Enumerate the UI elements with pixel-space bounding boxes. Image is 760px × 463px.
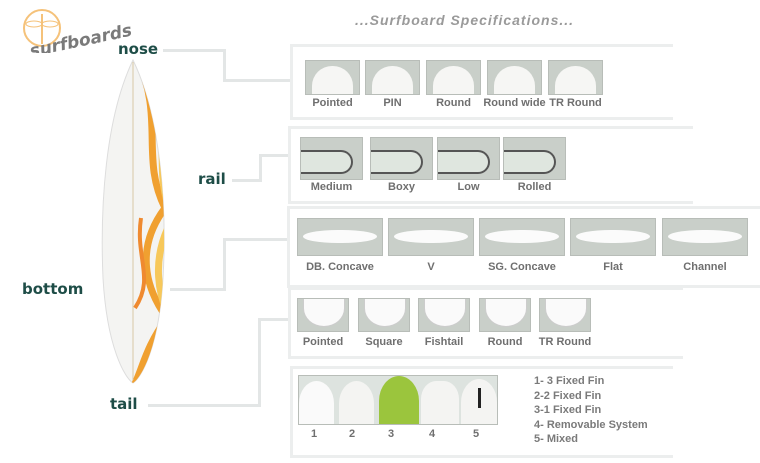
bottom-label: DB. Concave	[306, 261, 374, 273]
fin-number: 5	[472, 428, 480, 440]
bottom-thumb-v	[388, 218, 474, 256]
tail-section	[288, 287, 683, 359]
fins-image	[298, 375, 498, 425]
rail-thumb-rolled	[503, 137, 566, 180]
bottom-thumb-sg-concave	[479, 218, 565, 256]
tail-label: Fishtail	[424, 336, 464, 348]
nose-thumb-tr-round	[548, 60, 603, 95]
tail-thumb-tr-round	[539, 298, 591, 332]
bottom-label: Flat	[603, 261, 623, 273]
rail-label: Low	[457, 181, 480, 193]
tail-label: Square	[365, 336, 403, 348]
bottom-label: Channel	[683, 261, 727, 273]
nose-label: PIN	[383, 97, 402, 109]
fin-type-item: 4- Removable System	[534, 418, 648, 431]
bottom-thumb-db-concave	[297, 218, 383, 256]
tail-label: TR Round	[538, 336, 592, 348]
nose-thumb-pointed	[305, 60, 360, 95]
tail-thumb-round	[479, 298, 531, 332]
tail-label: Round	[487, 336, 523, 348]
part-label-bottom: bottom	[22, 280, 84, 298]
nose-thumb-round-wide	[487, 60, 542, 95]
nose-thumb-round	[426, 60, 481, 95]
fin-type-item: 1- 3 Fixed Fin	[534, 375, 605, 387]
surfboard-image	[101, 58, 165, 384]
rail-label: Medium	[310, 181, 353, 193]
tail-thumb-square	[358, 298, 410, 332]
part-label-nose: nose	[118, 40, 159, 58]
rail-section	[288, 126, 693, 204]
fin-number: 2	[348, 428, 356, 440]
rail-thumb-boxy	[370, 137, 433, 180]
rail-thumb-medium	[300, 137, 363, 180]
nose-section	[290, 44, 673, 120]
fin-number: 4	[428, 428, 436, 440]
rail-label: Rolled	[517, 181, 552, 193]
fin-type-item: 5- Mixed	[534, 433, 579, 445]
fin-number: 3	[387, 428, 395, 440]
part-label-tail: tail	[110, 395, 138, 413]
bottom-label: V	[427, 261, 435, 273]
logo[interactable]: surfboards	[22, 8, 134, 62]
bottom-label: SG. Concave	[488, 261, 556, 273]
nose-label: Round	[436, 97, 471, 109]
fin-number: 1	[310, 428, 318, 440]
tail-thumb-fishtail	[418, 298, 470, 332]
part-label-rail: rail	[198, 170, 226, 188]
tail-label: Pointed	[302, 336, 344, 348]
fin-type-item: 2-2 Fixed Fin	[534, 389, 602, 402]
nose-label: Pointed	[312, 97, 353, 109]
bottom-thumb-channel	[662, 218, 748, 256]
fin-type-item: 3-1 Fixed Fin	[534, 404, 602, 416]
bottom-thumb-flat	[570, 218, 656, 256]
tail-thumb-pointed	[297, 298, 349, 332]
page-title: ...Surfboard Specifications...	[355, 12, 575, 28]
nose-thumb-pin	[365, 60, 420, 95]
dragonfly-logo-icon: surfboards	[23, 9, 134, 62]
nose-label: Round wide	[483, 97, 546, 109]
fins-section	[290, 366, 673, 458]
rail-label: Boxy	[388, 181, 415, 193]
rail-thumb-low	[437, 137, 500, 180]
bottom-section	[287, 206, 760, 288]
nose-label: TR Round	[549, 97, 602, 109]
